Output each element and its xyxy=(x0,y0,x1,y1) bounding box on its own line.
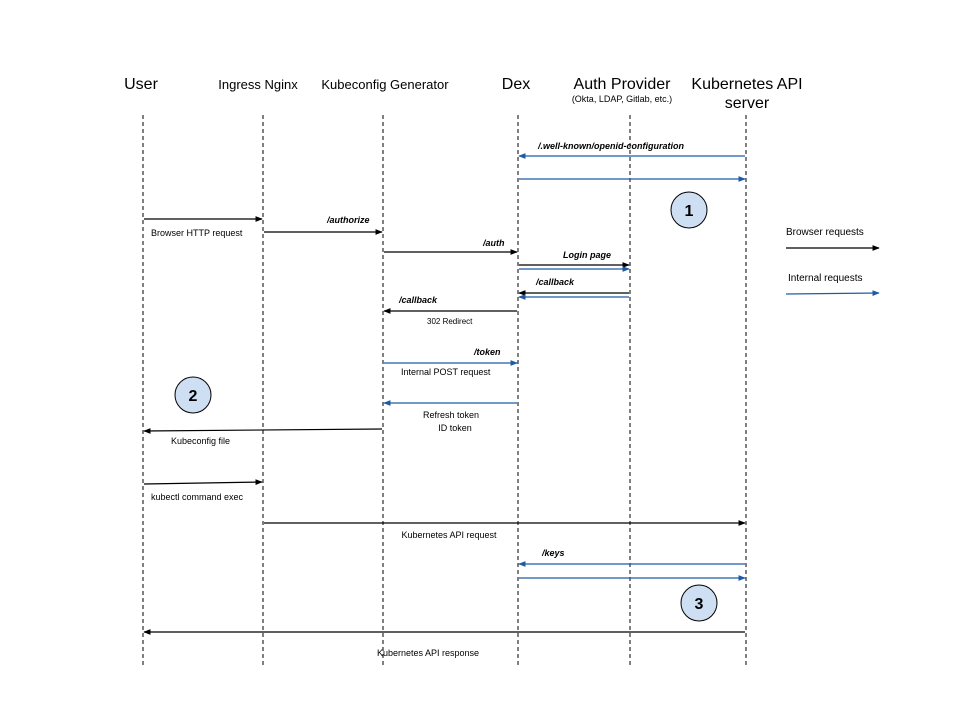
message-note-k8s-api-response: Kubernetes API response xyxy=(377,648,479,658)
message-command-login-page: Login page xyxy=(563,250,611,260)
message-arrow-kubeconfig-file xyxy=(143,428,383,434)
legend-browser-label: Browser requests xyxy=(786,227,864,238)
message-command-keys: /keys xyxy=(541,548,565,558)
participant-k8s-label-line2: server xyxy=(725,95,770,112)
step-badge-1: 1 xyxy=(670,191,708,229)
participant-headers: User Ingress Nginx Kubeconfig Generator … xyxy=(124,76,802,112)
message-command-authorize: /authorize xyxy=(326,215,370,225)
message-note-302-redirect: 302 Redirect xyxy=(427,317,473,326)
message-note-kubeconfig-file: Kubeconfig file xyxy=(171,436,230,446)
message-command-callback-kubegen: /callback xyxy=(398,295,438,305)
participant-user-label: User xyxy=(124,76,158,93)
message-command-callback-auth: /callback xyxy=(535,277,575,287)
step-badge-2-label: 2 xyxy=(189,388,198,405)
message-note-browser-http-request: Browser HTTP request xyxy=(151,228,243,238)
message-note-kubectl-exec: kubectl command exec xyxy=(151,492,244,502)
message-arrow-kubectl-exec xyxy=(143,479,263,485)
legend-internal-arrow xyxy=(785,290,880,296)
legend: Browser requests Internal requests xyxy=(785,227,880,296)
message-note-refresh-token: Refresh token xyxy=(423,410,479,420)
step-badge-1-label: 1 xyxy=(685,203,694,220)
step-badge-3-label: 3 xyxy=(695,596,704,613)
participant-dex-label: Dex xyxy=(502,76,530,93)
message-command-auth: /auth xyxy=(482,238,505,248)
message-note-k8s-api-request: Kubernetes API request xyxy=(401,530,497,540)
participant-auth-sublabel: (Okta, LDAP, Gitlab, etc.) xyxy=(572,94,672,104)
messages: /.well-known/openid-configuration Browse… xyxy=(143,141,746,658)
lifelines xyxy=(142,115,747,665)
step-badge-2: 2 xyxy=(174,376,212,414)
participant-kubegen-label: Kubeconfig Generator xyxy=(321,77,449,92)
participant-nginx-label: Ingress Nginx xyxy=(218,77,298,92)
message-note-id-token: ID token xyxy=(438,423,472,433)
step-badge-3: 3 xyxy=(680,584,718,622)
message-note-internal-post: Internal POST request xyxy=(401,367,491,377)
message-command-token: /token xyxy=(473,347,501,357)
step-badges: 1 2 3 xyxy=(174,191,718,622)
participant-auth-label: Auth Provider xyxy=(574,76,672,93)
participant-k8s-label: Kubernetes API xyxy=(691,76,802,93)
legend-internal-label: Internal requests xyxy=(788,273,863,284)
message-command-openid-config: /.well-known/openid-configuration xyxy=(537,141,684,151)
